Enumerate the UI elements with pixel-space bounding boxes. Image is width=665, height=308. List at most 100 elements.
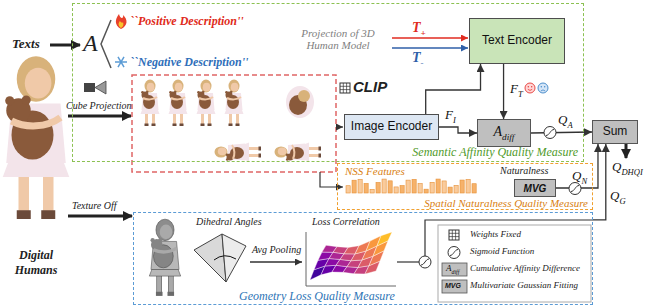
human-figure — [173, 80, 184, 93]
human-figure — [230, 91, 233, 94]
dihedral-angle-sketch — [194, 234, 226, 282]
label-text: Loss Correlation — [312, 216, 380, 227]
human-figure — [197, 110, 216, 114]
label-text: Naturalness — [500, 165, 548, 176]
label-text: N — [581, 176, 587, 186]
fire-icon — [116, 14, 127, 29]
frozen-icon — [340, 83, 350, 93]
human-figure — [245, 143, 249, 162]
label-text: ``Negative Description'' — [130, 55, 248, 69]
human-figure — [286, 86, 314, 118]
annotation-label: CLIP — [353, 78, 387, 95]
annotation-label: Naturalness — [500, 165, 548, 176]
fire-icon — [119, 21, 124, 28]
human-figure — [248, 147, 259, 150]
human-figure — [169, 110, 188, 114]
label-text: Digital Humans — [15, 248, 58, 277]
sigmoid-symbol — [571, 186, 579, 192]
human-figure — [25, 68, 52, 99]
encoder-box: Image Encoder — [344, 114, 439, 140]
human-figure — [286, 154, 289, 157]
emotion-face — [525, 83, 548, 93]
mesh-figure — [153, 248, 176, 252]
annotation-label: Texts — [12, 36, 40, 52]
sigmoid-symbol — [544, 127, 556, 139]
sigmoid-symbol — [419, 256, 431, 268]
human-figure — [169, 80, 188, 127]
nss-feature-bars — [460, 180, 464, 193]
human-figure — [201, 80, 212, 93]
nss-feature-bars — [454, 185, 458, 193]
frozen-icon — [449, 230, 459, 240]
label-text: Cube Projection — [66, 100, 131, 111]
mesh-figure — [156, 292, 163, 296]
annotation-label: MVG — [445, 282, 461, 289]
box-label: MVG — [524, 183, 547, 194]
human-figure — [226, 158, 229, 161]
human-figure — [229, 124, 233, 127]
mesh-figure — [167, 292, 174, 296]
dihedral-angle-sketch — [194, 234, 246, 282]
human-figure — [275, 143, 322, 162]
legend-frame — [438, 225, 591, 302]
legend-text: Sigmoid Function — [470, 246, 534, 256]
human-figure — [259, 154, 262, 158]
legend-frame — [438, 225, 591, 302]
nss-feature-bars — [364, 183, 368, 193]
emotion-face — [541, 86, 542, 87]
human-figure — [275, 147, 288, 158]
nss-feature-bars — [448, 187, 452, 193]
legend-text: Multivariate Gaussian Fitting — [470, 280, 578, 290]
human-figure — [199, 97, 213, 99]
human-figure — [231, 83, 239, 92]
annotation-label: T+ — [412, 20, 426, 38]
human-figure — [171, 97, 185, 99]
operator-box: Adiff — [477, 119, 531, 147]
box-label: Text Encoder — [482, 34, 552, 47]
label-text: T — [518, 89, 523, 99]
nss-feature-bars — [352, 180, 356, 193]
mesh-figure — [157, 274, 162, 292]
label-text: + — [421, 28, 426, 38]
emotion-face — [525, 83, 535, 93]
annotation-label: QDHQI — [612, 159, 643, 177]
human-figure — [286, 158, 289, 161]
nss-feature-bars — [382, 179, 386, 193]
human-figure — [208, 124, 212, 127]
nss-feature-bars — [358, 179, 362, 193]
annotation-label: Avg Pooling — [252, 244, 301, 255]
human-figure — [147, 83, 155, 92]
label-text: T — [412, 20, 421, 35]
human-figure — [43, 174, 54, 213]
annotation-label: Adiff — [446, 263, 459, 275]
annotation-label: ``Negative Description'' — [130, 55, 248, 70]
nss-feature-bars — [394, 187, 398, 193]
text-arrow — [392, 37, 468, 38]
label-text: NSS Features — [345, 165, 405, 177]
human-figure — [19, 174, 30, 213]
human-figure — [3, 56, 70, 219]
sigmoid-symbol — [546, 130, 554, 136]
human-figure — [142, 92, 149, 99]
human-figure — [308, 154, 319, 157]
human-figure — [175, 83, 183, 92]
human-figure — [229, 113, 232, 124]
annotation-label: QG — [610, 188, 626, 206]
box-label: Adiff — [494, 124, 515, 142]
label-text: Projection of 3D Human Model — [301, 27, 375, 51]
legend-text: Cumulative Affinity Difference — [470, 263, 580, 273]
correlation-surface — [310, 232, 392, 280]
human-figure — [173, 113, 176, 124]
annotation-label: Texture Off — [72, 200, 117, 211]
label-text: Q — [558, 112, 567, 127]
human-figure — [248, 154, 259, 157]
correlation-surface — [377, 232, 392, 246]
nss-feature-bars — [466, 179, 470, 193]
connector-arrow — [503, 64, 504, 119]
mesh-figure — [150, 238, 154, 242]
correlation-plot-axes — [306, 232, 396, 286]
human-figure — [152, 124, 156, 127]
sigmoid-symbol — [419, 256, 431, 268]
human-figure — [12, 118, 61, 126]
human-figure — [145, 124, 149, 127]
